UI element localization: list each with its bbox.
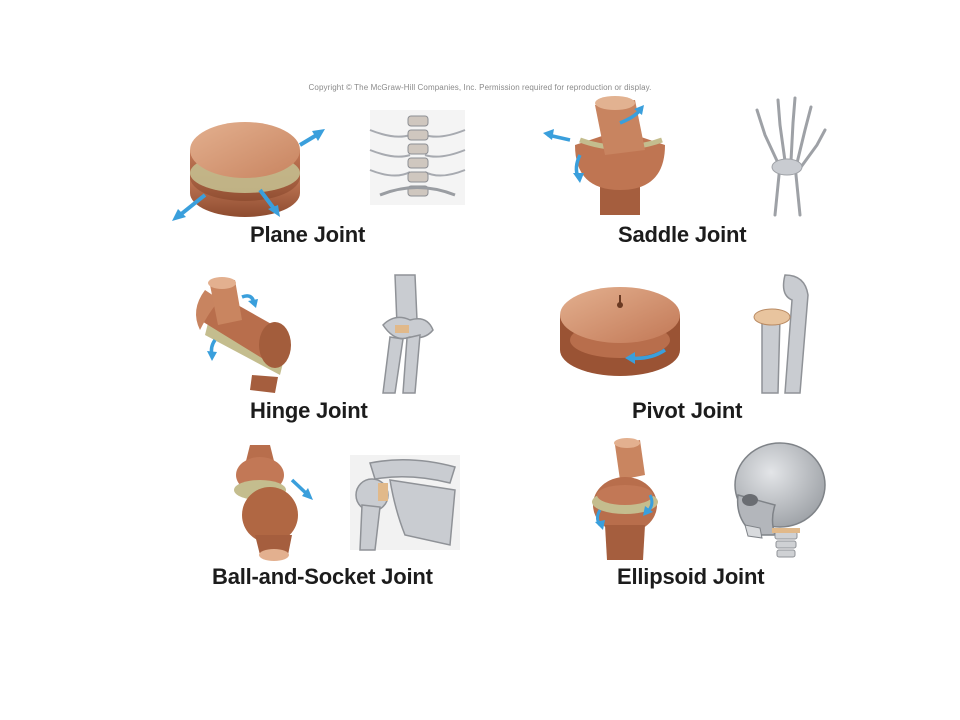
plane-joint-model-icon [172,122,325,221]
pivot-joint-model-icon [560,287,680,376]
vertebrae-icon [369,110,466,205]
copyright-notice: Copyright © The McGraw-Hill Companies, I… [308,83,652,92]
skull-icon [734,442,826,558]
ellipsoid-joint-panel: Ellipsoid Joint [585,438,835,595]
joint-label: Ball-and-Socket Joint [212,564,433,589]
joint-label: Hinge Joint [250,398,368,423]
elbow-icon [382,274,434,394]
joint-label: Saddle Joint [618,222,747,247]
plane-joint-panel: Plane Joint [150,95,480,255]
saddle-joint-panel: Saddle Joint [540,95,840,255]
ball-and-socket-joint-panel: Ball-and-Socket Joint [210,440,480,595]
ellipsoid-joint-model-icon [592,438,658,560]
ball-and-socket-joint-model-icon [234,445,313,561]
joint-label: Ellipsoid Joint [617,564,765,589]
hinge-joint-model-icon [196,277,291,393]
joint-label: Plane Joint [250,222,366,247]
hinge-joint-panel: Hinge Joint [190,274,450,430]
radius-ulna-icon [753,274,809,394]
shoulder-icon [350,455,460,551]
hand-skeleton-icon [755,96,827,217]
joint-label: Pivot Joint [632,398,743,423]
pivot-joint-panel: Pivot Joint [555,274,830,430]
saddle-joint-model-icon [543,96,665,215]
